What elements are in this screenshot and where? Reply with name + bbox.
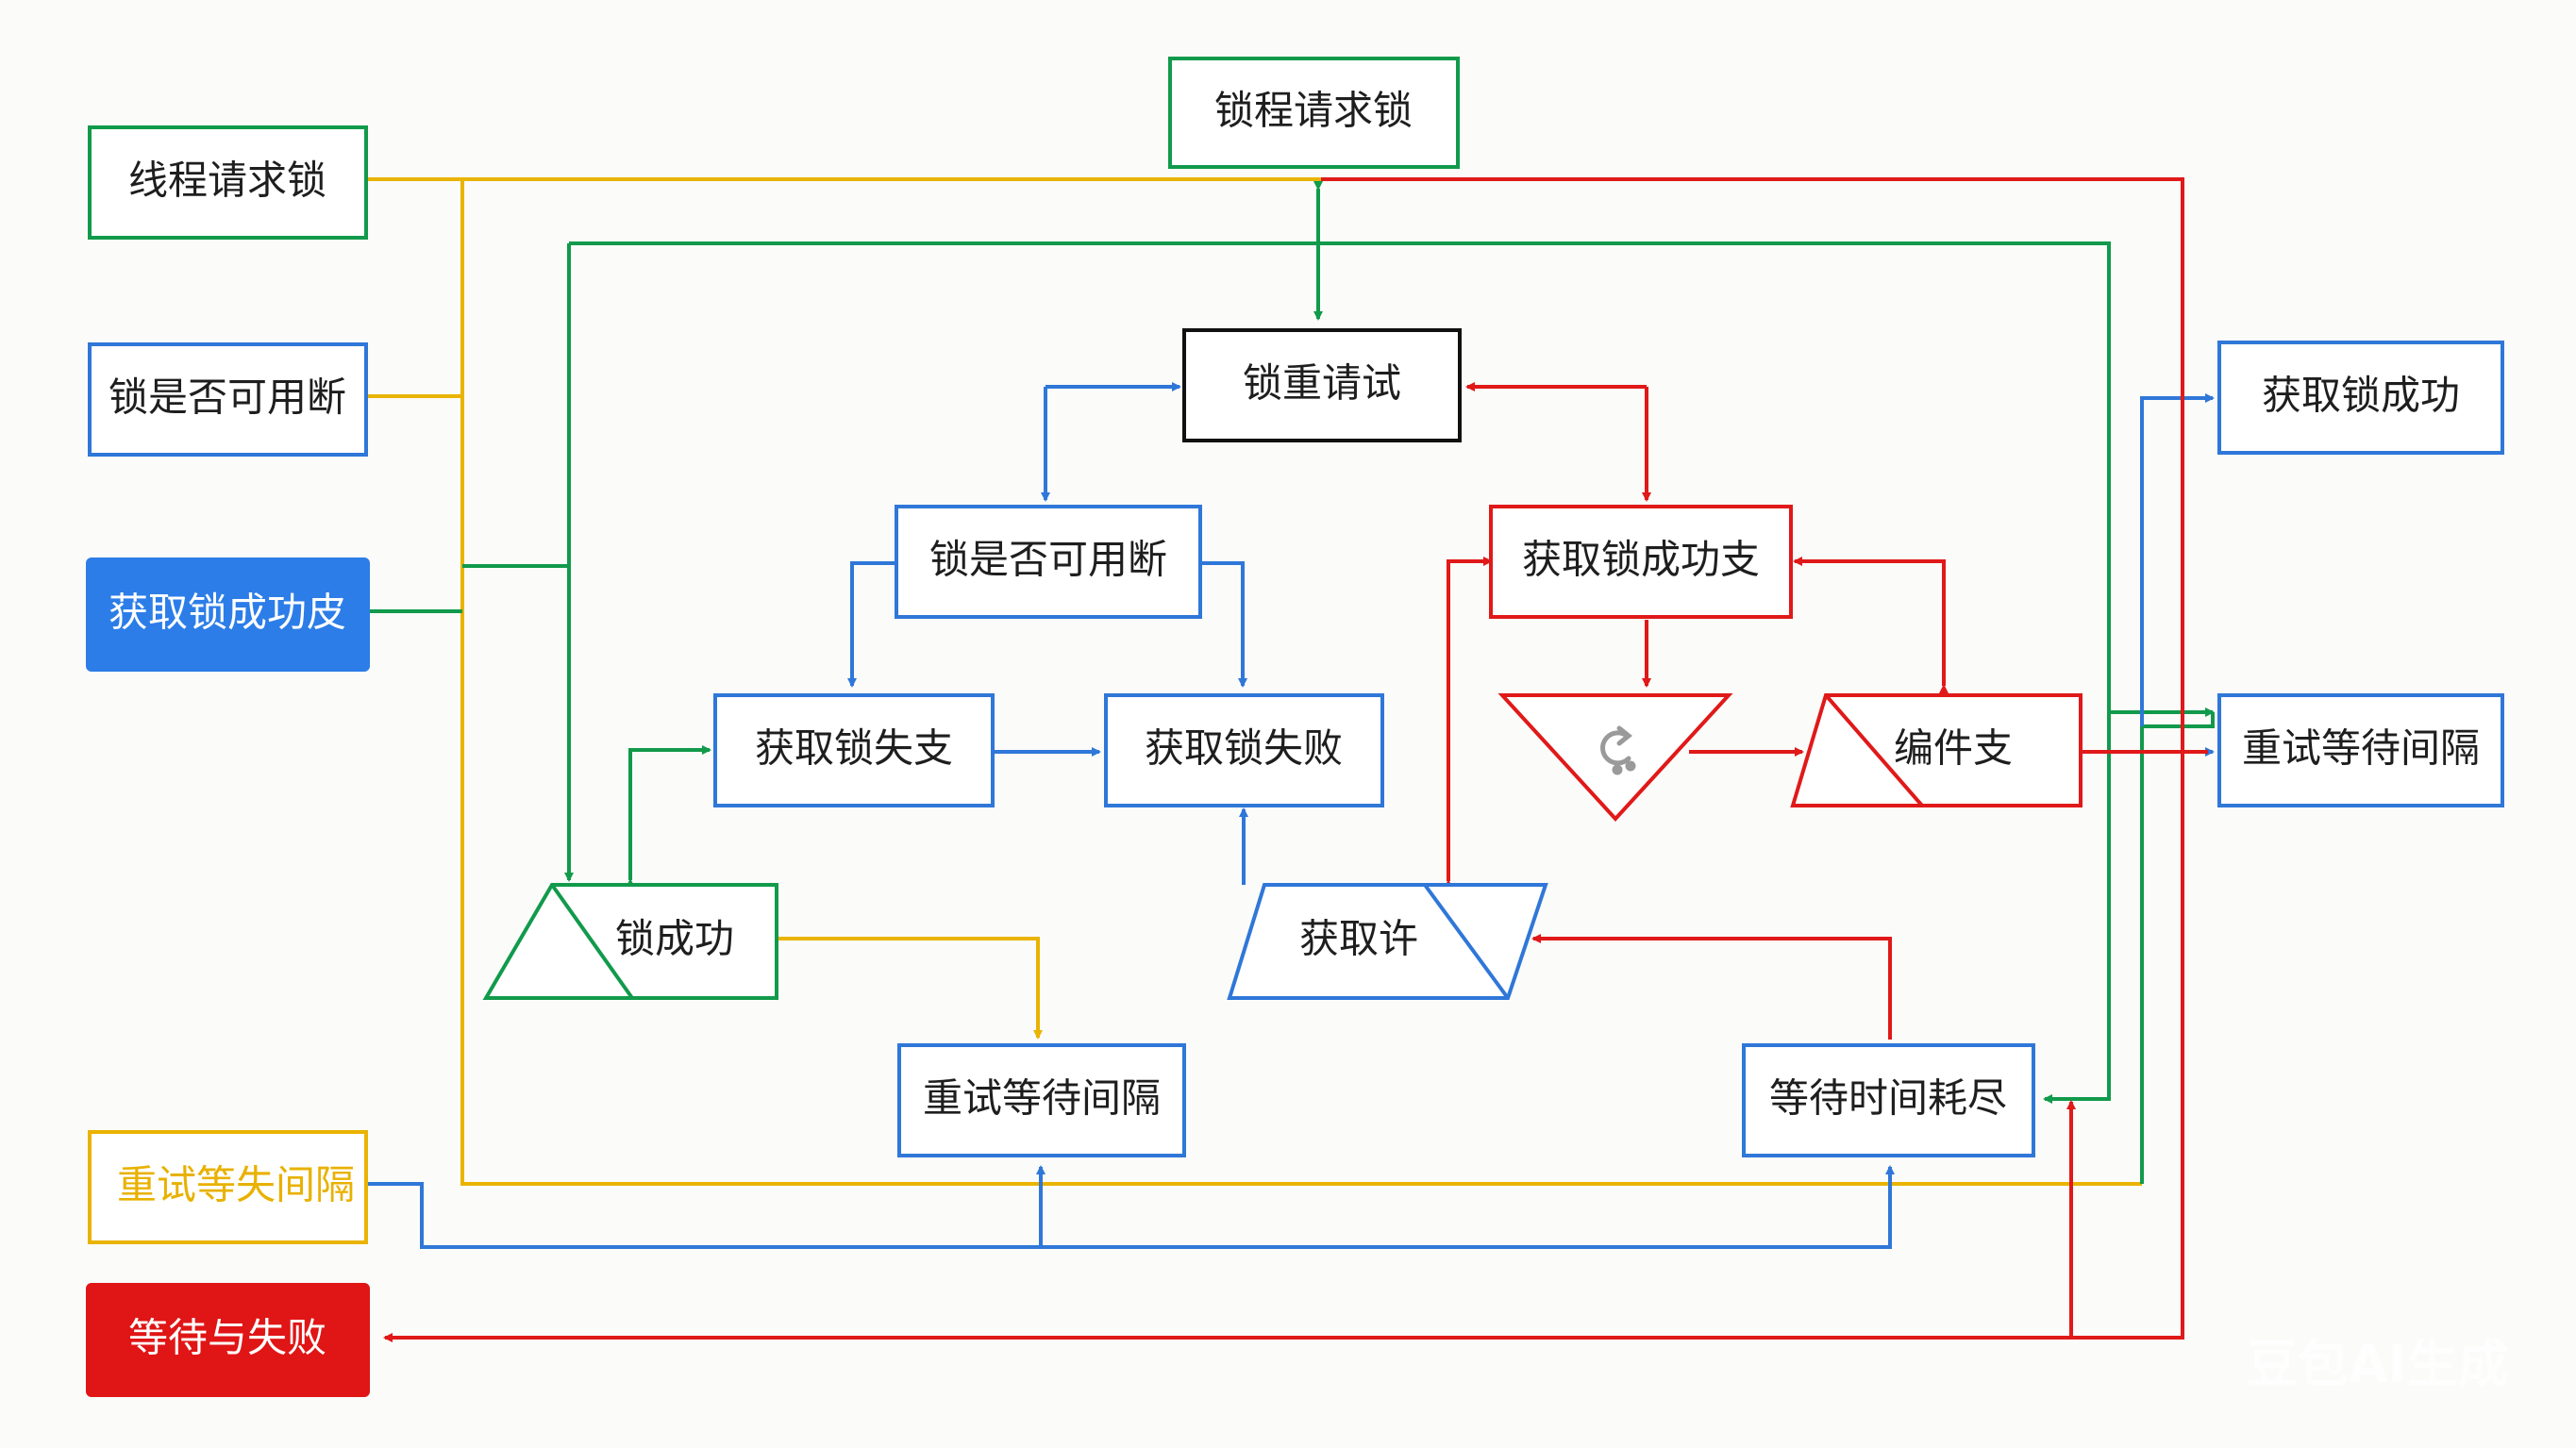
node-lock-success: 锁成功: [482, 883, 778, 1000]
node-acquire-success-skin: 获取锁成功皮: [86, 558, 370, 672]
yellow-connectors: [366, 177, 2142, 1186]
node-wait-timeout: 等待时间耗尽: [1742, 1043, 2035, 1157]
node-lock-interruptible-left: 锁是否可用断: [88, 342, 368, 457]
node-label: 锁是否可用断: [109, 374, 346, 421]
node-retry-wait-fail: 重试等失间隔: [88, 1130, 368, 1244]
node-acquire-fail: 获取锁失败: [1104, 693, 1384, 807]
node-label: 重试等失间隔: [117, 1162, 355, 1208]
node-label: 获取锁成功支: [1522, 537, 1760, 583]
node-thread-request: 线程请求锁: [88, 125, 368, 240]
node-label: 锁重请试: [1243, 360, 1401, 407]
node-wait-and-fail: 等待与失败: [86, 1283, 370, 1397]
node-retry-wait-center: 重试等待间隔: [897, 1043, 1186, 1157]
node-label: 等待与失败: [128, 1315, 326, 1361]
node-acquire-success-branch: 获取锁成功支: [1489, 505, 1793, 619]
node-label: 锁是否可用断: [929, 537, 1167, 583]
node-acquire-fail-branch: 获取锁失支: [713, 693, 995, 807]
refresh-icon: [1600, 725, 1636, 775]
node-label: 获取锁失败: [1145, 725, 1343, 772]
node-condition-branch: 编件支: [1790, 693, 2083, 807]
node-lock-available-center: 锁是否可用断: [895, 505, 1202, 619]
node-retry-wait-right: 重试等待间隔: [2217, 693, 2504, 807]
node-lock-retry: 锁重请试: [1182, 328, 1462, 442]
watermark-text: 豆包AI生成: [2247, 1335, 2509, 1394]
node-label: 重试等待间隔: [2242, 725, 2480, 772]
node-label: 获取许: [1299, 916, 1418, 962]
node-label: 锁成功: [615, 916, 734, 962]
node-retry-triangle: [1497, 693, 1733, 822]
red-connectors: [383, 177, 2208, 1342]
node-label: 编件支: [1894, 725, 2013, 772]
node-lock-request-top: 锁程请求锁: [1168, 57, 1460, 169]
node-label: 线程请求锁: [128, 158, 326, 204]
node-label: 获取锁成功: [2262, 373, 2460, 419]
node-label: 锁程请求锁: [1214, 88, 1413, 134]
green-connectors: [366, 181, 2215, 1184]
node-label: 重试等待间隔: [923, 1075, 1161, 1122]
node-acquire-permit: 获取许: [1227, 883, 1548, 1000]
node-label: 获取锁成功皮: [109, 590, 346, 636]
node-label: 获取锁失支: [755, 725, 953, 772]
node-label: 等待时间耗尽: [1769, 1075, 2007, 1122]
node-acquire-success-right: 获取锁成功: [2217, 341, 2504, 455]
